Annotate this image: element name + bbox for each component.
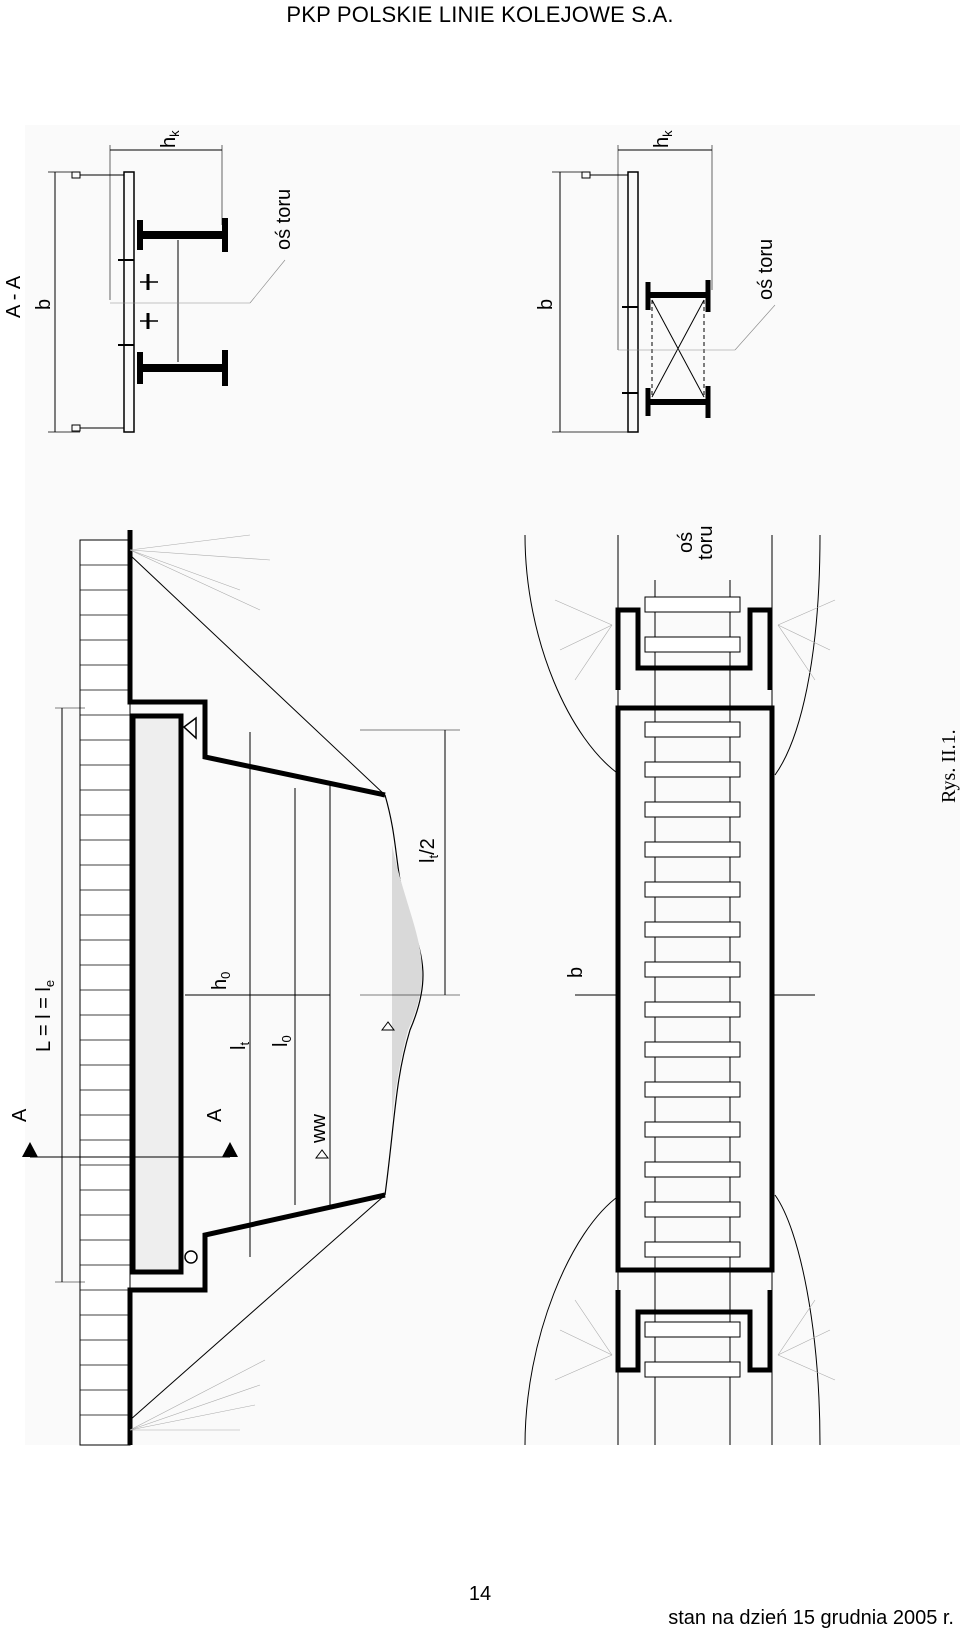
l0-label: l0 [270, 1035, 294, 1047]
track-axis-label-top: oś toru [273, 189, 295, 250]
lt-label: lt [228, 1042, 252, 1050]
width-b-label-right: b [535, 299, 557, 310]
h0-label: h0 [209, 972, 233, 990]
track-axis-label-right: oś toru [755, 239, 777, 300]
sleeper-ticks [80, 564, 130, 1416]
ww-label: ww [308, 1114, 330, 1144]
figure-caption: Rys. II.1. [938, 729, 960, 803]
page-number: 14 [468, 1583, 492, 1605]
longitudinal-section [22, 530, 460, 1446]
section-A-right-label: A [204, 1108, 226, 1122]
document-date: stan na dzień 15 grudnia 2005 r. [668, 1607, 954, 1629]
cross-section-b [552, 145, 776, 433]
lt-half-label: lt/2 [417, 838, 441, 863]
cross-section-a-a [48, 145, 286, 433]
plan-view [524, 534, 836, 1446]
section-a-a-label: A - A [3, 275, 25, 318]
hk-label-right: hk [651, 130, 675, 148]
width-b-label-plan: b [565, 967, 587, 978]
document-header: PKP POLSKIE LINIE KOLEJOWE S.A. [286, 2, 674, 27]
hk-label-top: hk [158, 130, 182, 148]
section-A-left-label: A [9, 1108, 31, 1122]
width-b-label-top: b [33, 299, 55, 310]
track-axis-os-label: oś [675, 532, 697, 553]
length-L-label: L = l = le [33, 980, 57, 1052]
track-axis-toru-label: toru [695, 526, 717, 560]
